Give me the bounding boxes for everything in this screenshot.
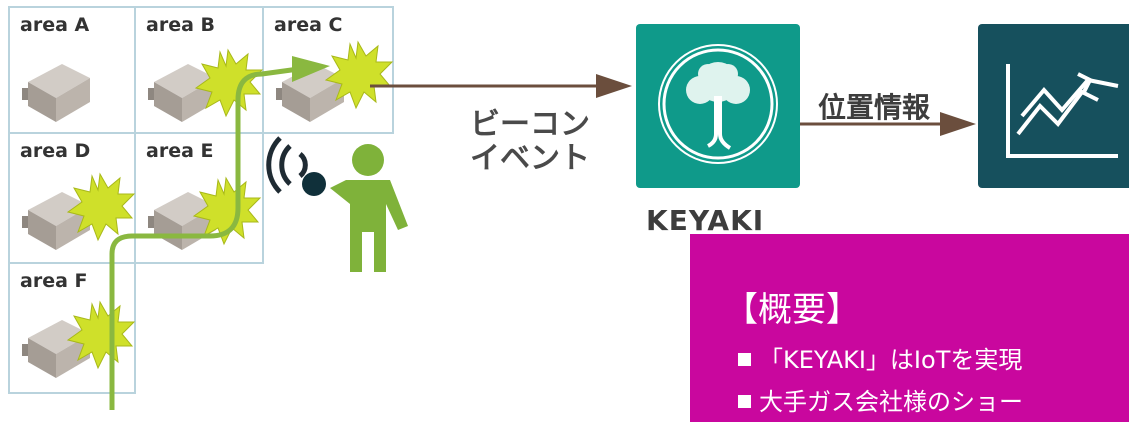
- position-info-label: 位置情報: [818, 91, 931, 124]
- overview-item: 「KEYAKI」はIoTを実現: [738, 340, 1022, 375]
- movement-path: [109, 65, 307, 410]
- area-a-label: area A: [20, 14, 90, 36]
- trend-chart-icon: [1006, 64, 1119, 158]
- bullet-icon: [738, 352, 751, 366]
- beacon-event-label-line1: ビーコン: [470, 107, 590, 142]
- store-icon: [22, 320, 90, 378]
- overview-item: 大手ガス会社様のショー: [738, 382, 1023, 417]
- bullet-icon: [738, 394, 751, 408]
- beacon-event-label-line2: イベント: [470, 141, 590, 176]
- person-icon: [302, 144, 408, 272]
- path-arrowhead: [292, 56, 330, 82]
- position-arrowhead: [940, 112, 976, 136]
- area-e-cell: area E: [134, 132, 264, 264]
- wifi-signal-icon: [266, 136, 308, 194]
- overview-item-text: 大手ガス会社様のショー: [759, 388, 1023, 416]
- tree-logo-icon: [660, 46, 776, 162]
- overview-panel: 【概要】 「KEYAKI」はIoTを実現 大手ガス会社様のショー: [690, 234, 1129, 422]
- overview-item-text: 「KEYAKI」はIoTを実現: [759, 346, 1023, 374]
- area-c-label: area C: [274, 14, 343, 36]
- beacon-event-label: ビーコン イベント: [470, 108, 590, 176]
- area-f-cell: area F: [8, 262, 136, 394]
- analytics-chart-box: [978, 24, 1129, 188]
- area-b-label: area B: [146, 14, 215, 36]
- store-icon: [22, 64, 90, 122]
- area-e-label: area E: [146, 140, 214, 162]
- store-icon: [148, 64, 216, 122]
- beacon-arrowhead: [596, 74, 632, 98]
- area-f-label: area F: [20, 270, 88, 292]
- keyaki-label: KEYAKI: [646, 204, 765, 237]
- keyaki-logo-box: [636, 24, 800, 188]
- overview-title: 【概要】: [724, 290, 860, 330]
- area-d-label: area D: [20, 140, 91, 162]
- store-icon: [22, 192, 90, 250]
- area-c-cell: area C: [262, 6, 394, 134]
